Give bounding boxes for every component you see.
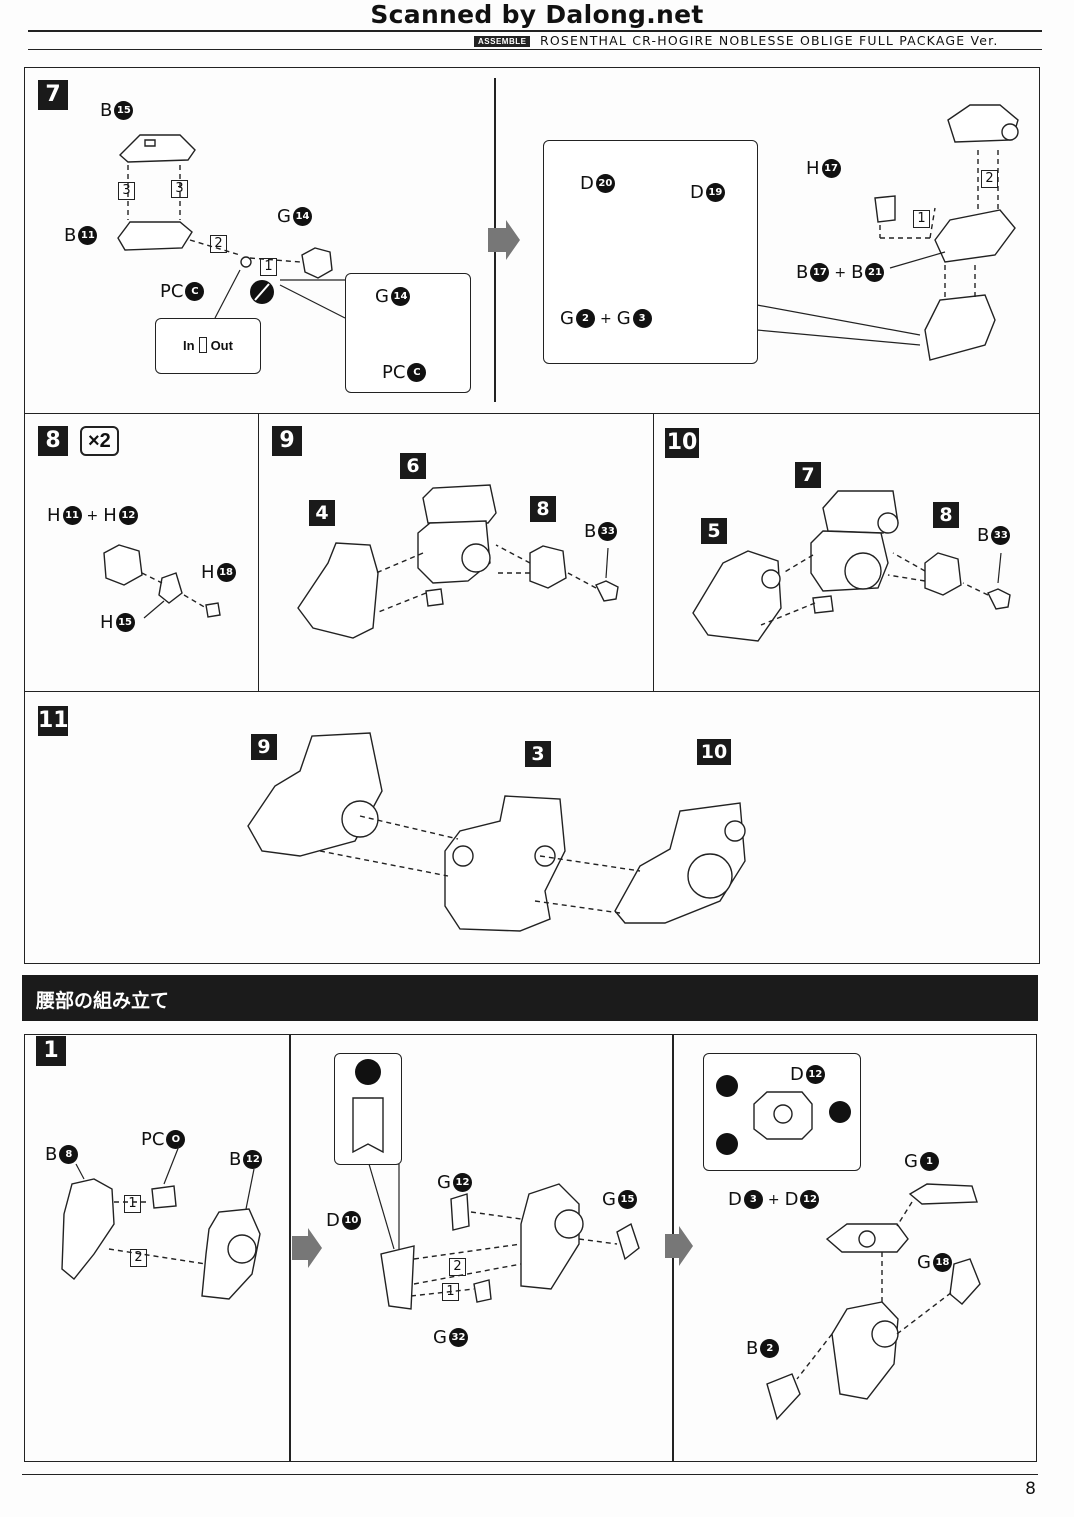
waist-step-1-panel [24, 1034, 1037, 1462]
step-number: 10 [665, 428, 699, 458]
ref-step-badge: 7 [795, 462, 821, 488]
step-10-drawing [692, 490, 1011, 642]
subassembly-callout [543, 140, 758, 364]
step-number: 11 [38, 706, 69, 736]
ref-step-badge: 8 [933, 502, 959, 528]
order-badge: 1 [260, 258, 277, 276]
order-badge: 2 [130, 1249, 147, 1267]
order-badge: 1 [913, 210, 930, 228]
assemble-tag: ASSEMBLE [474, 36, 531, 47]
step-number: 1 [36, 1036, 66, 1066]
ref-step-badge: 8 [530, 496, 556, 522]
page-number: 8 [1025, 1479, 1036, 1499]
step-number: 9 [272, 426, 302, 456]
waist-step-1c-drawing [716, 1075, 981, 1421]
ref-step-badge: 4 [309, 500, 335, 526]
section-title: 腰部の組み立て [36, 990, 170, 1012]
ref-step-badge: 10 [697, 739, 731, 765]
step-number: 8 [38, 426, 68, 456]
ref-step-badge: 9 [251, 734, 277, 760]
step-11-drawing [247, 732, 746, 932]
scan-credit: Scanned by Dalong.net [370, 0, 704, 29]
in-out-callout [155, 318, 261, 374]
step-9-drawing [297, 484, 619, 639]
ref-step-badge: 6 [400, 453, 426, 479]
waist-step-1a-drawing [61, 1145, 322, 1300]
footer-rule [22, 1474, 1038, 1475]
step-11-panel [24, 691, 1040, 964]
order-badge: 1 [124, 1195, 141, 1213]
order-badge: 3 [118, 182, 135, 200]
order-badge: 2 [449, 1258, 466, 1276]
order-badge: 2 [210, 235, 227, 253]
order-badge: 3 [171, 180, 188, 198]
waist-step-1b-drawing [352, 1059, 693, 1310]
step-divider [289, 1034, 291, 1462]
section-header-bar [22, 975, 1038, 1021]
quantity-multiplier: ×2 [80, 426, 119, 456]
header-rule-top [28, 30, 1042, 32]
ref-step-badge: 3 [525, 741, 551, 767]
product-title: ROSENTHAL CR-HOGIRE NOBLESSE OBLIGE FULL… [540, 33, 999, 48]
header-rule-bottom [28, 49, 1042, 50]
ref-step-badge: 5 [701, 518, 727, 544]
step-number: 7 [38, 80, 68, 110]
step-8-drawing [103, 544, 221, 619]
